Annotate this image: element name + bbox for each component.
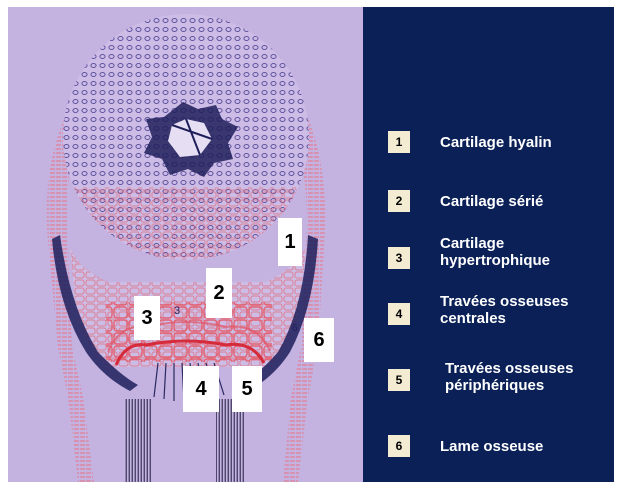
legend-text-3: Cartilage hypertrophique bbox=[440, 235, 550, 269]
hypertrophic-cartilage bbox=[106, 302, 272, 362]
label-3: 3 bbox=[134, 296, 160, 340]
small-label-3: 3 bbox=[174, 305, 180, 317]
legend-num-5: 5 bbox=[388, 369, 410, 391]
legend-text-2: Cartilage sérié bbox=[440, 193, 543, 210]
legend-text-6: Lame osseuse bbox=[440, 438, 543, 455]
small-label-6: 6 bbox=[292, 323, 298, 334]
legend-panel: 1 Cartilage hyalin 2 Cartilage sérié 3 C… bbox=[363, 7, 614, 482]
label-6: 6 bbox=[304, 318, 334, 362]
label-1: 1 bbox=[278, 218, 302, 266]
legend-num-2: 2 bbox=[388, 190, 410, 212]
legend-num-3: 3 bbox=[388, 247, 410, 269]
label-4: 4 bbox=[183, 366, 219, 412]
legend-text-1: Cartilage hyalin bbox=[440, 134, 552, 151]
diaphysis-left bbox=[124, 399, 152, 482]
legend-num-1: 1 bbox=[388, 131, 410, 153]
legend-num-6: 6 bbox=[388, 435, 410, 457]
legend-text-4: Travées osseuses centrales bbox=[440, 293, 568, 327]
label-5: 5 bbox=[232, 366, 262, 412]
legend-num-4: 4 bbox=[388, 303, 410, 325]
legend-text-5: Travées osseuses périphériques bbox=[445, 360, 573, 394]
label-2: 2 bbox=[206, 268, 232, 318]
